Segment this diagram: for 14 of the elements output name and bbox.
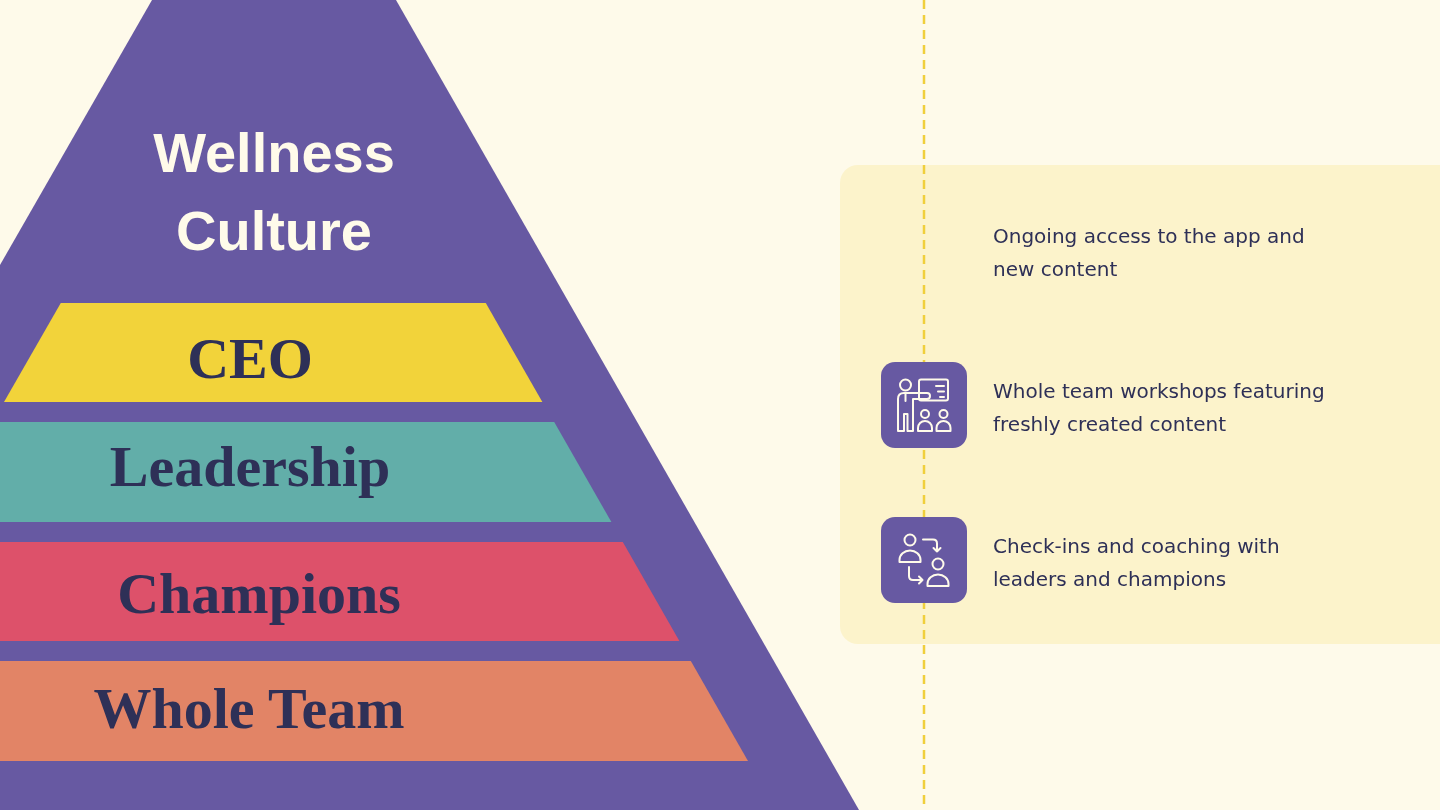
tier-label: CEO bbox=[187, 330, 313, 388]
pyramid-tier bbox=[0, 661, 748, 761]
pyramid-title: Wellness Culture bbox=[153, 120, 395, 264]
pyramid-tier bbox=[4, 303, 543, 402]
tier-label: Champions bbox=[117, 565, 401, 623]
pyramid-tier bbox=[0, 422, 612, 522]
pyramid bbox=[0, 0, 860, 810]
item-description: Whole team workshops featuring freshly created content bbox=[993, 378, 1326, 438]
pyramid-tier bbox=[0, 542, 680, 641]
item-description: Check-ins and coaching with leaders and champions bbox=[993, 533, 1281, 593]
item-description: Ongoing access to the app and new content bbox=[993, 223, 1306, 283]
tier-label: Whole Team bbox=[93, 680, 405, 738]
tier-label: Leadership bbox=[109, 438, 391, 496]
info-panel bbox=[840, 165, 1440, 644]
